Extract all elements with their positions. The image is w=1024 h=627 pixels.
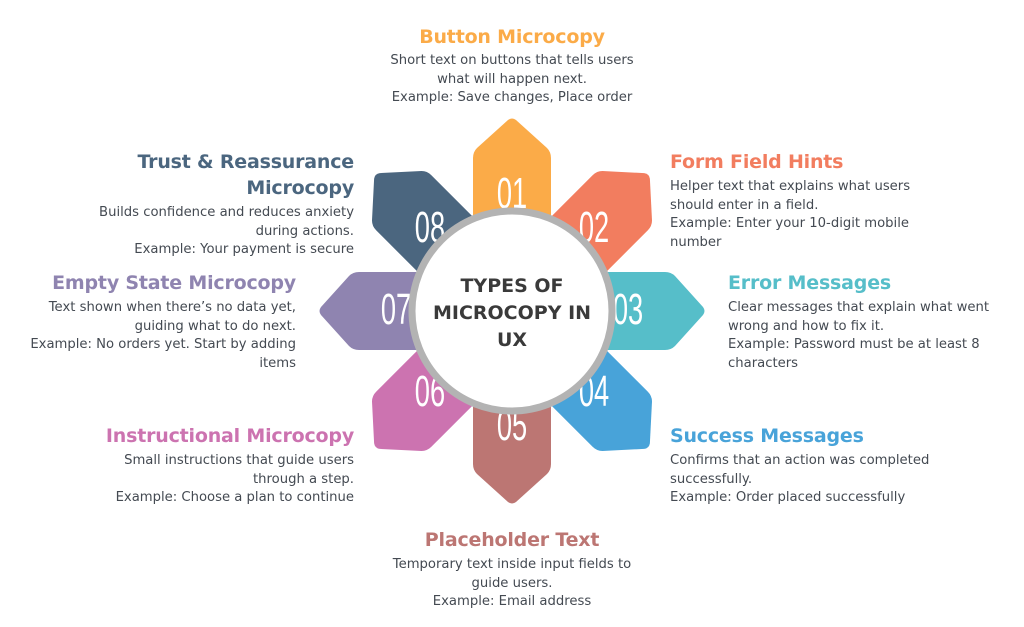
item-description: Text shown when there’s no data yet, gui… xyxy=(30,300,296,371)
item-description: Short text on buttons that tells users w… xyxy=(390,53,634,105)
center-title-line-2: MICROCOPY IN xyxy=(433,302,591,324)
item-title: Placeholder Text xyxy=(424,529,600,551)
item-empty-state-microcopy: Empty State Microcopy Text shown when th… xyxy=(0,270,296,373)
item-trust-reassurance-microcopy: Trust & Reassurance Microcopy Builds con… xyxy=(52,149,354,260)
petal-number-03: 03 xyxy=(613,284,643,333)
item-description: Small instructions that guide users thro… xyxy=(115,453,354,505)
item-title: Instructional Microcopy xyxy=(105,425,354,447)
item-success-messages: Success Messages Confirms that an action… xyxy=(670,423,970,508)
item-placeholder-text: Placeholder Text Temporary text inside i… xyxy=(362,527,662,612)
item-title: Trust & Reassurance Microcopy xyxy=(137,151,354,199)
center-circle xyxy=(408,207,616,415)
item-instructional-microcopy: Instructional Microcopy Small instructio… xyxy=(54,423,354,508)
item-description: Builds confidence and reduces anxiety du… xyxy=(99,205,354,257)
item-button-microcopy: Button Microcopy Short text on buttons t… xyxy=(362,24,662,108)
center-title-line-3: UX xyxy=(497,329,527,351)
item-description: Confirms that an action was completed su… xyxy=(670,453,930,505)
item-title: Success Messages xyxy=(670,425,864,447)
item-error-messages: Error Messages Clear messages that expla… xyxy=(728,270,1024,373)
item-title: Error Messages xyxy=(728,272,891,294)
item-title: Button Microcopy xyxy=(419,26,605,48)
item-description: Helper text that explains what users sho… xyxy=(670,179,911,250)
item-description: Clear messages that explain what went wr… xyxy=(728,300,990,371)
item-title: Form Field Hints xyxy=(670,151,844,173)
item-title: Empty State Microcopy xyxy=(52,272,296,294)
petal-number-07: 07 xyxy=(381,284,411,333)
center-title-line-1: TYPES OF xyxy=(460,275,563,297)
item-form-field-hints: Form Field Hints Helper text that explai… xyxy=(670,149,970,252)
item-description: Temporary text inside input fields to gu… xyxy=(392,557,632,609)
